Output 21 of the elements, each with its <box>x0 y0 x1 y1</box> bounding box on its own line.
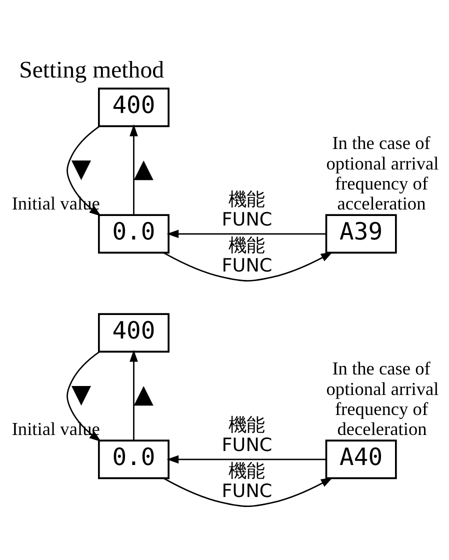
edge-label: ▼ <box>71 153 92 184</box>
node-box: A39 <box>325 214 397 254</box>
node-box: 400 <box>98 312 170 352</box>
arrow <box>130 349 138 440</box>
node-box: A40 <box>325 439 397 479</box>
arrow <box>130 124 138 214</box>
arrow <box>164 476 333 506</box>
arrow <box>164 251 333 281</box>
arrow <box>166 454 326 464</box>
diagram-title: Setting method <box>19 56 164 83</box>
node-label: In the case of optional arrival frequency of deceleration <box>326 358 439 439</box>
edge-label: 機能 FUNC <box>222 234 272 276</box>
arrow <box>166 229 326 238</box>
edge-label: 機能 FUNC <box>222 188 272 230</box>
edge-label: 機能 FUNC <box>222 460 272 502</box>
node-box: 0.0 <box>98 439 170 479</box>
edge-label: 機能 FUNC <box>222 414 272 456</box>
node-label: In the case of optional arrival frequency of acceleration <box>326 132 439 214</box>
node-box: 0.0 <box>98 214 170 254</box>
node-box: 400 <box>98 87 170 127</box>
edge-label: ▼ <box>71 378 92 409</box>
